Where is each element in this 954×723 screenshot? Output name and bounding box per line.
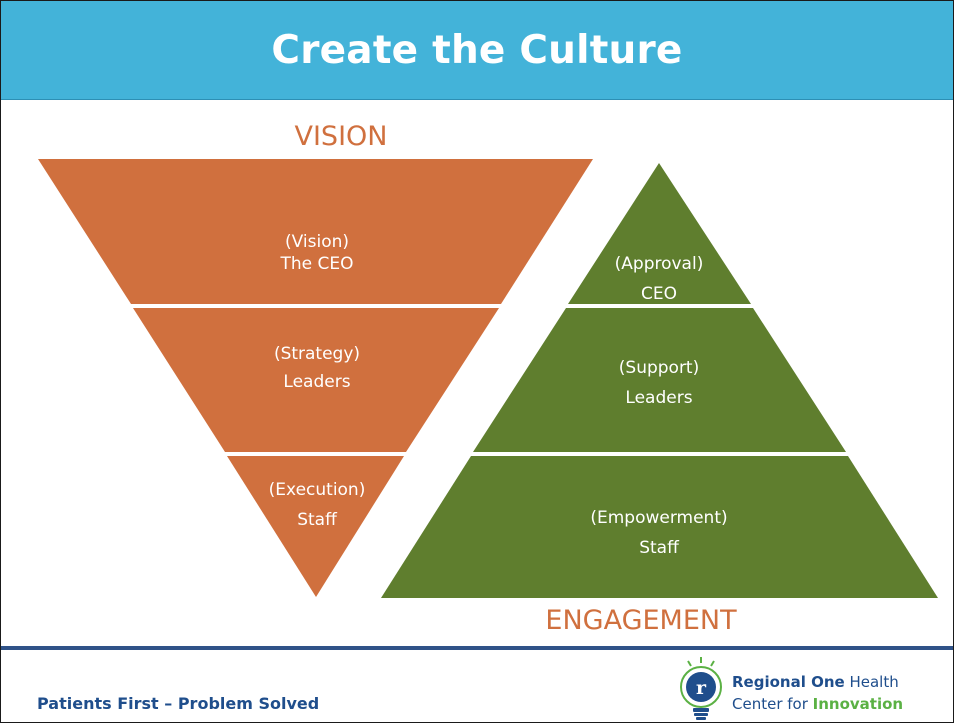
vision-label: VISION xyxy=(294,121,388,152)
regional-one-logo: r Regional One Health Center for Innovat… xyxy=(676,655,946,721)
inverted-tier-strategy xyxy=(133,308,499,452)
inverted-tier-execution xyxy=(227,456,404,597)
pyramid-tier-approval-line2: CEO xyxy=(641,284,677,304)
pyramid-tier-approval-line1: (Approval) xyxy=(615,254,704,274)
inverted-tier-strategy-line1: (Strategy) xyxy=(274,344,360,364)
logo-brand-name: Regional One Health xyxy=(732,673,899,691)
upright-pyramid: (Approval) CEO (Support) Leaders (Empowe… xyxy=(381,163,938,598)
inverted-tier-vision-line2: The CEO xyxy=(279,254,353,274)
inverted-tier-strategy-line2: Leaders xyxy=(283,372,350,392)
pyramid-tier-support-line1: (Support) xyxy=(619,358,699,378)
pyramid-tier-support xyxy=(473,308,846,452)
pyramid-tier-empowerment xyxy=(381,456,938,598)
pyramid-diagram: (Vision) The CEO (Strategy) Leaders (Exe… xyxy=(38,159,938,598)
inverted-pyramid: (Vision) The CEO (Strategy) Leaders (Exe… xyxy=(38,159,593,597)
inverted-tier-vision-line1: (Vision) xyxy=(285,232,349,252)
svg-text:r: r xyxy=(696,677,707,699)
lightbulb-r-icon: r xyxy=(680,657,722,720)
slide-title: Create the Culture xyxy=(271,27,683,73)
pyramid-tier-support-line2: Leaders xyxy=(625,388,692,408)
pyramid-tier-empowerment-line1: (Empowerment) xyxy=(590,508,727,528)
footer-divider xyxy=(1,646,953,650)
footer-tagline: Patients First – Problem Solved xyxy=(37,694,320,713)
inverted-tier-execution-line1: (Execution) xyxy=(269,480,366,500)
pyramid-tier-approval xyxy=(568,163,751,304)
title-bar: Create the Culture xyxy=(1,1,953,100)
engagement-label: ENGAGEMENT xyxy=(545,605,737,636)
inverted-tier-execution-line2: Staff xyxy=(297,510,338,530)
logo-subtitle: Center for Innovation xyxy=(732,695,904,713)
inverted-tier-vision xyxy=(38,159,593,304)
pyramid-tier-empowerment-line2: Staff xyxy=(639,538,680,558)
